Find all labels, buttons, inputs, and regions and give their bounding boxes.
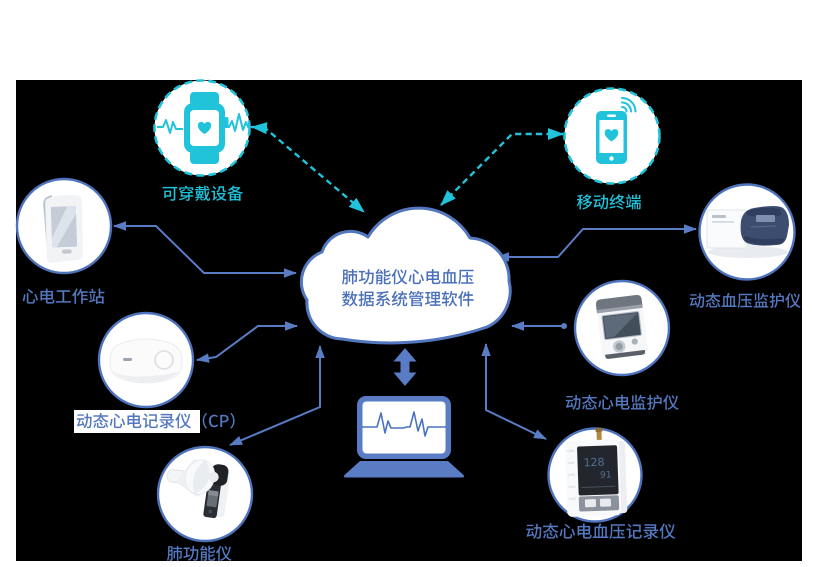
ecg-bp-recorder-label <box>526 523 676 539</box>
wearable-label <box>162 185 243 201</box>
edge-cloud-mobile <box>440 128 564 206</box>
holter-recorder-photo <box>109 338 183 384</box>
edge-cloud-spirometer <box>229 345 325 446</box>
spirometer-label <box>166 545 232 561</box>
edge-cloud-abp <box>496 224 697 262</box>
svg-text:91: 91 <box>600 470 612 480</box>
edges-blue <box>113 221 697 446</box>
ecg-bp-recorder-photo: 128 91 <box>564 427 628 517</box>
spirometer-photo <box>166 459 231 519</box>
edge-cloud-ecgmonitor-dot <box>561 323 567 329</box>
ecg-workstation-photo <box>43 194 83 263</box>
laptop <box>343 348 465 478</box>
edge-cloud-bpecg <box>481 343 547 440</box>
mobile-label <box>576 194 641 210</box>
ecg-monitor-photo <box>595 294 648 360</box>
svg-text:128: 128 <box>583 456 604 470</box>
ecg-monitor-label <box>565 394 679 410</box>
edges-teal <box>251 122 564 213</box>
abp-monitor-photo <box>706 206 789 258</box>
edge-cloud-holter <box>196 321 298 363</box>
edge-cloud-workstation <box>113 221 297 278</box>
cloud-shape <box>299 206 512 345</box>
sync-arrow-icon <box>393 348 417 386</box>
smartwatch-icon <box>157 92 252 164</box>
holter-label-highlight <box>74 410 200 433</box>
ecg-workstation-label <box>22 288 105 304</box>
smartphone-icon <box>596 97 637 164</box>
abp-monitor-label <box>689 292 801 308</box>
edge-cloud-wearable <box>251 122 365 213</box>
